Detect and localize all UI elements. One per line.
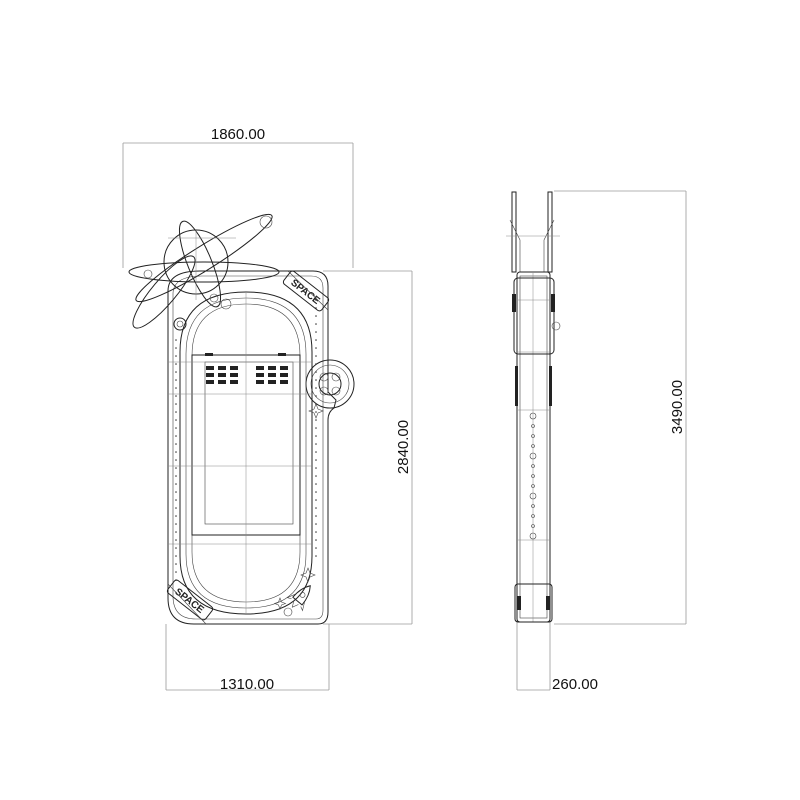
rivet-dot xyxy=(315,379,317,381)
side-hole xyxy=(529,532,537,540)
rivet-dot xyxy=(315,315,317,317)
side-hole xyxy=(529,412,537,420)
rivet-dot xyxy=(175,523,177,525)
rivet-dot xyxy=(315,323,317,325)
rocket-icon xyxy=(286,585,311,612)
planet-icon xyxy=(283,607,293,617)
rivet-dot xyxy=(175,451,177,453)
rivet-dot xyxy=(315,531,317,533)
atom-orbit-decoration xyxy=(128,213,280,329)
front-width-dimension: 1860.00 xyxy=(122,126,354,268)
screen-icon-grid xyxy=(205,353,288,384)
side-hole xyxy=(529,492,537,500)
rivet-dot xyxy=(175,363,177,365)
rivet-dot xyxy=(175,555,177,557)
rivet-dot xyxy=(315,547,317,549)
rivet-dot xyxy=(175,515,177,517)
rivet-dot xyxy=(175,427,177,429)
rivet-dot xyxy=(175,403,177,405)
rivet-dot xyxy=(175,507,177,509)
rivet-dot xyxy=(315,515,317,517)
side-hole xyxy=(531,514,535,518)
rivet-dot xyxy=(175,531,177,533)
rivet-dot xyxy=(315,499,317,501)
front-height-label: 2840.00 xyxy=(395,420,412,474)
rivet-dots-left xyxy=(175,339,177,581)
rivet-dot xyxy=(315,395,317,397)
side-view xyxy=(506,191,561,623)
rivet-dot xyxy=(175,411,177,413)
rivet-dot xyxy=(315,387,317,389)
side-hole xyxy=(531,424,535,428)
rivet-dot xyxy=(315,451,317,453)
rivet-dot xyxy=(175,395,177,397)
rivet-dots-right xyxy=(315,299,317,557)
rivet-dot xyxy=(315,435,317,437)
rivet-dot xyxy=(315,347,317,349)
side-hole xyxy=(531,524,535,528)
rivet-dot xyxy=(315,483,317,485)
rivet-dot xyxy=(315,467,317,469)
rivet-dot xyxy=(175,379,177,381)
rivet-dot xyxy=(175,563,177,565)
rivet-dot xyxy=(175,467,177,469)
rivet-dot xyxy=(175,571,177,573)
front-view: SPACE SPACE xyxy=(166,270,355,625)
rivet-dot xyxy=(315,507,317,509)
rivet-dot xyxy=(175,475,177,477)
rivet-dot xyxy=(315,363,317,365)
side-hole xyxy=(531,444,535,448)
rivet-dot xyxy=(315,539,317,541)
top-badge-text: SPACE xyxy=(288,277,322,307)
rivet-dot xyxy=(315,491,317,493)
rivet-dot xyxy=(175,539,177,541)
rivet-dot xyxy=(175,339,177,341)
side-hole xyxy=(531,464,535,468)
rivet-dot xyxy=(175,355,177,357)
side-depth-label: 260.00 xyxy=(552,676,598,693)
rivet-dot xyxy=(175,435,177,437)
front-base-width-dimension: 1310.00 xyxy=(165,624,330,693)
rivet-dot xyxy=(315,339,317,341)
side-hole xyxy=(531,504,535,508)
side-height-label: 3490.00 xyxy=(669,380,686,434)
side-hole xyxy=(531,484,535,488)
rivet-dot xyxy=(315,555,317,557)
rivet-dot xyxy=(315,459,317,461)
rivet-dot xyxy=(315,411,317,413)
rivet-dot xyxy=(315,523,317,525)
rivet-dot xyxy=(315,475,317,477)
rivet-dot xyxy=(315,355,317,357)
side-knob xyxy=(305,359,355,409)
front-width-label: 1860.00 xyxy=(211,126,265,143)
rivet-dot xyxy=(175,347,177,349)
side-hole xyxy=(531,474,535,478)
rivet-dot xyxy=(315,427,317,429)
rivet-dot xyxy=(175,443,177,445)
side-hole xyxy=(531,434,535,438)
rivet-dot xyxy=(315,419,317,421)
rivet-dot xyxy=(315,331,317,333)
front-height-dimension: 2840.00 xyxy=(323,270,413,625)
rivet-dot xyxy=(175,459,177,461)
rivet-dot xyxy=(175,547,177,549)
rivet-dot xyxy=(315,443,317,445)
side-hole xyxy=(529,452,537,460)
emblem-icon xyxy=(173,317,187,331)
rivet-dot xyxy=(315,299,317,301)
side-height-dimension: 3490.00 xyxy=(554,190,687,625)
rivet-dot xyxy=(175,491,177,493)
rivet-dot xyxy=(315,371,317,373)
star-icon xyxy=(273,403,324,610)
rivet-dot xyxy=(175,387,177,389)
rivet-dot xyxy=(175,483,177,485)
side-depth-dimension: 260.00 xyxy=(516,620,598,693)
front-base-width-label: 1310.00 xyxy=(220,676,274,693)
rivet-dot xyxy=(175,499,177,501)
rivet-dot xyxy=(175,371,177,373)
side-hole-dots xyxy=(529,412,537,540)
rivet-dot xyxy=(175,419,177,421)
